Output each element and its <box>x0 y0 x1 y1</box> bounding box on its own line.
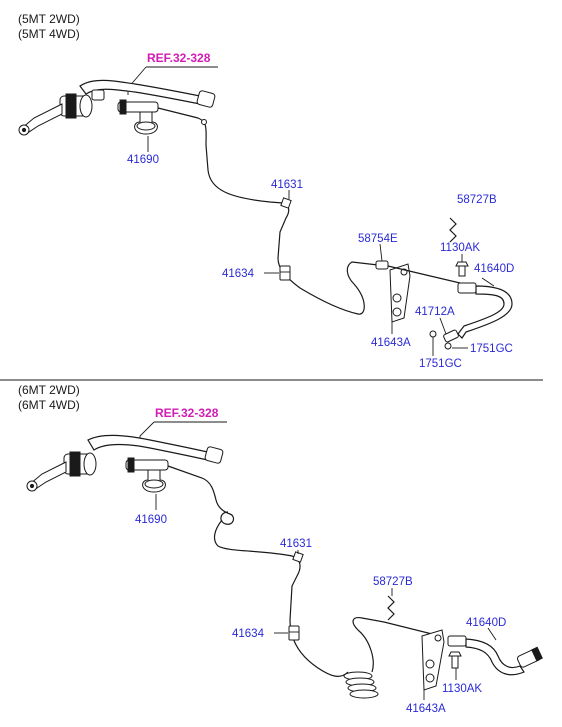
lower-ref-link[interactable]: REF.32-328 <box>155 406 219 420</box>
upper-fitting-icon <box>375 260 389 270</box>
lower-part-41634[interactable]: 41634 <box>232 628 265 640</box>
upper-part-41640D[interactable]: 41640D <box>474 263 514 275</box>
lower-pipe-coil-icon <box>343 671 379 699</box>
lower-clip-41634-icon <box>288 625 300 641</box>
upper-connector-line <box>387 265 461 284</box>
upper-part-58754E[interactable]: 58754E <box>358 233 398 245</box>
upper-part-1130AK[interactable]: 1130AK <box>440 242 480 254</box>
upper-washer-icon <box>429 330 437 338</box>
lower-pipe-rise <box>352 617 385 673</box>
lower-section: (6MT 2WD) (6MT 4WD) REF.32-328 41690 <box>18 383 543 715</box>
upper-bolt-1130AK-icon <box>455 261 469 277</box>
upper-part-41643A[interactable]: 41643A <box>371 337 411 349</box>
lower-part-41690[interactable]: 41690 <box>135 514 167 526</box>
lower-flex-hose-41640D-icon <box>447 635 543 676</box>
lower-master-cylinder-icon <box>26 434 224 492</box>
upper-58754E-leader <box>379 243 383 262</box>
upper-flex-hose-41640D-icon <box>443 282 513 343</box>
upper-bracket-41643A-icon <box>389 263 411 323</box>
upper-part-1751GC-a[interactable]: 1751GC <box>470 343 513 355</box>
upper-part-41712A[interactable]: 41712A <box>415 306 455 318</box>
lower-part-41640D[interactable]: 41640D <box>466 617 506 629</box>
upper-section: (5MT 2WD) (5MT 4WD) REF.32-328 41690 <box>18 12 514 370</box>
lower-variant-2: (6MT 4WD) <box>18 398 80 412</box>
upper-part-41690[interactable]: 41690 <box>127 154 159 166</box>
upper-41640D-leader <box>481 277 495 287</box>
lower-clutch-pipe <box>167 465 349 677</box>
lower-bracket-41643A-icon <box>421 629 445 691</box>
lower-spring-clip-icon <box>387 595 395 621</box>
upper-variant-2: (5MT 4WD) <box>18 27 80 41</box>
upper-ref-link[interactable]: REF.32-328 <box>147 51 211 65</box>
upper-variant-1: (5MT 2WD) <box>18 12 80 26</box>
lower-part-58727B[interactable]: 58727B <box>373 576 413 588</box>
upper-part-1751GC-b[interactable]: 1751GC <box>419 358 462 370</box>
lower-part-1130AK[interactable]: 1130AK <box>442 683 482 695</box>
upper-41712A-leader <box>439 317 447 335</box>
upper-part-41634[interactable]: 41634 <box>222 268 255 280</box>
upper-master-cylinder-icon <box>18 79 216 136</box>
upper-part-41631[interactable]: 41631 <box>271 179 303 191</box>
upper-part-58727B[interactable]: 58727B <box>457 194 497 206</box>
lower-variant-1: (6MT 2WD) <box>18 383 80 397</box>
upper-spring-clip-icon <box>449 217 457 243</box>
lower-41640D-leader <box>487 627 497 641</box>
lower-part-41643A[interactable]: 41643A <box>406 703 446 715</box>
lower-bolt-1130AK-icon <box>448 651 462 669</box>
lower-part-41631[interactable]: 41631 <box>280 538 312 550</box>
upper-clutch-pipe <box>157 107 379 315</box>
upper-clip-41634-icon <box>279 265 291 281</box>
lower-hose-connector-41690-icon <box>125 457 169 493</box>
upper-hose-connector-41690-icon <box>117 99 159 135</box>
upper-washer-2-icon <box>444 342 452 350</box>
